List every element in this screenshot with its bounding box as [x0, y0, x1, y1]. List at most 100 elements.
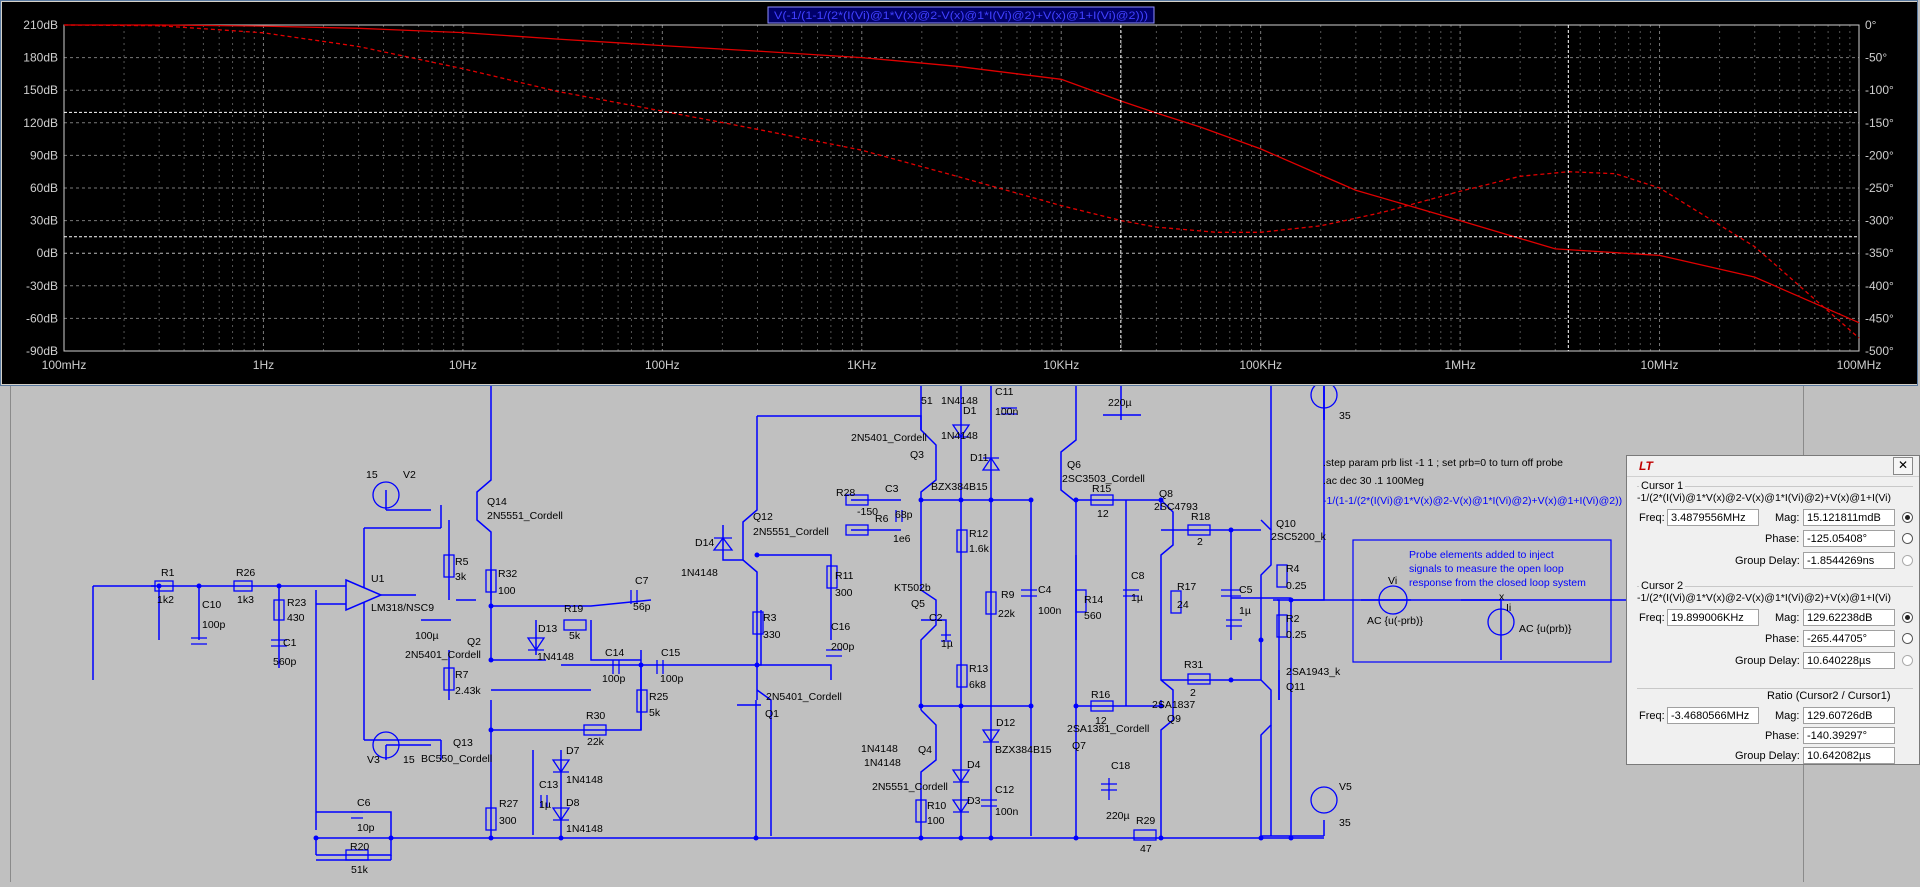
cursor1-mag-field[interactable]: 15.121811mdB — [1803, 509, 1895, 526]
cursor2-phase-label: Phase: — [1765, 633, 1800, 645]
part-D13: 1N4148 — [537, 651, 574, 663]
cursor2-phase-radio[interactable] — [1902, 633, 1913, 644]
cursor2-freq-field[interactable]: 19.899006KHz — [1667, 609, 1759, 626]
label-R11: R11 — [835, 570, 854, 582]
y2-tick-label: -350° — [1865, 246, 1894, 260]
value-R51: 51 — [921, 395, 933, 407]
part-D7: 1N4148 — [566, 774, 603, 786]
part-Q9: 2SA1837 — [1152, 699, 1195, 711]
bode-plot[interactable]: 210dB180dB150dB120dB90dB60dB30dB0dB-30dB… — [1, 1, 1919, 387]
label-R32: R32 — [498, 568, 517, 580]
directive-step[interactable]: .step param prb list -1 1 ; set prb=0 to… — [1323, 457, 1563, 469]
label-Q13: Q13 — [453, 737, 473, 749]
label-R9: R9 — [1001, 589, 1015, 601]
cursor-readout-window[interactable]: LT ✕ Cursor 1 -1/(2*(I(Vi)@1*V(x)@2-V(x)… — [1626, 455, 1920, 765]
value-C18: 220µ — [1106, 810, 1130, 822]
y2-tick-label: -400° — [1865, 279, 1894, 293]
cursor2-gd-field[interactable]: 10.640228µs — [1803, 652, 1895, 669]
y2-tick-label: -100° — [1865, 83, 1894, 97]
label-C11: C11 — [995, 386, 1014, 398]
value-C9: 100µ — [415, 630, 439, 642]
value-C7: 56p — [633, 601, 651, 613]
label-Q6: Q6 — [1067, 459, 1081, 471]
part-U1: LM318/NSC9 — [371, 602, 434, 614]
label-C18: C18 — [1111, 760, 1130, 772]
cursor1-gd-radio[interactable] — [1902, 555, 1913, 566]
y-tick-label: 90dB — [30, 148, 58, 162]
cursor1-gd-field[interactable]: -1.8544269ns — [1803, 552, 1895, 569]
schematic-canvas[interactable]: R1 1k2 R26 1k3 C10 100p R23 430 C1 560p … — [11, 386, 1803, 882]
cursor2-gd-radio[interactable] — [1902, 655, 1913, 666]
value-C5: 1µ — [1239, 605, 1251, 617]
plot-background — [2, 2, 1917, 384]
value-C16: 200p — [831, 641, 855, 653]
trace-magnitude[interactable] — [64, 24, 1860, 324]
trace-title-box[interactable]: V(-1/(1-1/(2*(I(Vi)@1*V(x)@2-V(x)@1*I(Vi… — [767, 6, 1155, 24]
value-C11: 100n — [995, 406, 1019, 418]
label-R6: R6 — [875, 513, 889, 525]
cursor2-expression: -1/(2*(I(Vi)@1*V(x)@2-V(x)@1*I(Vi)@2)+V(… — [1637, 592, 1892, 604]
plot-cursors[interactable] — [64, 25, 1859, 351]
trace-phase[interactable] — [63, 24, 1860, 339]
trace-title[interactable]: V(-1/(1-1/(2*(I(Vi)@1*V(x)@2-V(x)@1*I(Vi… — [774, 10, 1148, 22]
label-R12: R12 — [969, 528, 988, 540]
close-icon[interactable]: ✕ — [1893, 457, 1913, 475]
value-C4: 100n — [1038, 605, 1062, 617]
label-D1: D1 — [963, 405, 977, 417]
cursor1-header: Cursor 1 — [1639, 480, 1686, 492]
label-R14: R14 — [1084, 594, 1103, 606]
cursor1-group: Cursor 1 -1/(2*(I(Vi)@1*V(x)@2-V(x)@1*I(… — [1637, 480, 1913, 585]
ratio-mag-label: Mag: — [1775, 710, 1800, 722]
value-R5: 3k — [455, 571, 467, 583]
plot-grid — [63, 24, 1860, 352]
value-R17: 24 — [1177, 599, 1189, 611]
label-Q4: Q4 — [918, 744, 932, 756]
value-C14: 100p — [602, 673, 626, 685]
ratio-freq-field[interactable]: -3.4680566MHz — [1667, 707, 1759, 724]
x-tick-label: 100MHz — [1837, 358, 1882, 372]
x-tick-label: 10KHz — [1043, 358, 1079, 372]
cursor1-gd-label: Group Delay: — [1735, 555, 1800, 567]
label-R15: R15 — [1092, 483, 1111, 495]
label-R10: R10 — [927, 800, 946, 812]
value-R10: 100 — [927, 815, 945, 827]
part-Q3: 2N5401_Cordell — [851, 432, 927, 444]
label-D14: D14 — [695, 537, 714, 549]
cursor1-freq-field[interactable]: 3.4879556MHz — [1667, 509, 1759, 526]
cursor2-mag-field[interactable]: 129.62238dB — [1803, 609, 1895, 626]
label-R23: R23 — [287, 597, 306, 609]
label-R25: R25 — [649, 691, 668, 703]
x-tick-label: 10Hz — [449, 358, 477, 372]
directive-ac[interactable]: .ac dec 30 .1 100Meg — [1323, 475, 1424, 487]
value-R9: 22k — [998, 608, 1016, 620]
schematic-editor[interactable]: R1 1k2 R26 1k3 C10 100p R23 430 C1 560p … — [10, 386, 1804, 882]
label-R18: R18 — [1191, 511, 1210, 523]
label-D3: D3 — [967, 795, 981, 807]
part-Q7: 2SA1381_Cordell — [1067, 723, 1149, 735]
label-V2: V2 — [403, 469, 416, 481]
cursor2-phase-field[interactable]: -265.44705° — [1803, 630, 1895, 647]
value-V3: 15 — [403, 754, 415, 766]
value-R3: 330 — [763, 629, 781, 641]
cursor1-phase-radio[interactable] — [1902, 533, 1913, 544]
label-R20: R20 — [350, 841, 369, 853]
cursor2-mag-radio[interactable] — [1902, 612, 1913, 623]
part-Q4: 2N5551_Cordell — [872, 781, 948, 793]
value-R16: 12 — [1095, 715, 1107, 727]
ratio-mag-field[interactable]: 129.60726dB — [1803, 707, 1895, 724]
label-C2: C2 — [929, 612, 943, 624]
label-R27: R27 — [499, 798, 518, 810]
label-R17: R17 — [1177, 581, 1196, 593]
directive-expression[interactable]: -1/(1-1/(2*(I(Vi)@1*V(x)@2-V(x)@1*I(Vi)@… — [1323, 495, 1622, 507]
label-R19: R19 — [564, 603, 583, 615]
y-tick-label: -90dB — [26, 344, 58, 358]
cursor1-mag-radio[interactable] — [1902, 512, 1913, 523]
ratio-gd-field[interactable]: 10.642082µs — [1803, 747, 1895, 764]
ratio-phase-field[interactable]: -140.39297° — [1803, 727, 1895, 744]
cursor1-expression: -1/(2*(I(Vi)@1*V(x)@2-V(x)@1*I(Vi)@2)+V(… — [1637, 492, 1892, 504]
cursor-window-titlebar[interactable]: LT ✕ — [1627, 456, 1919, 477]
x-tick-label: 1MHz — [1444, 358, 1475, 372]
probe-note-line1: Probe elements added to inject — [1409, 549, 1554, 561]
cursor1-phase-field[interactable]: -125.05408° — [1803, 530, 1895, 547]
